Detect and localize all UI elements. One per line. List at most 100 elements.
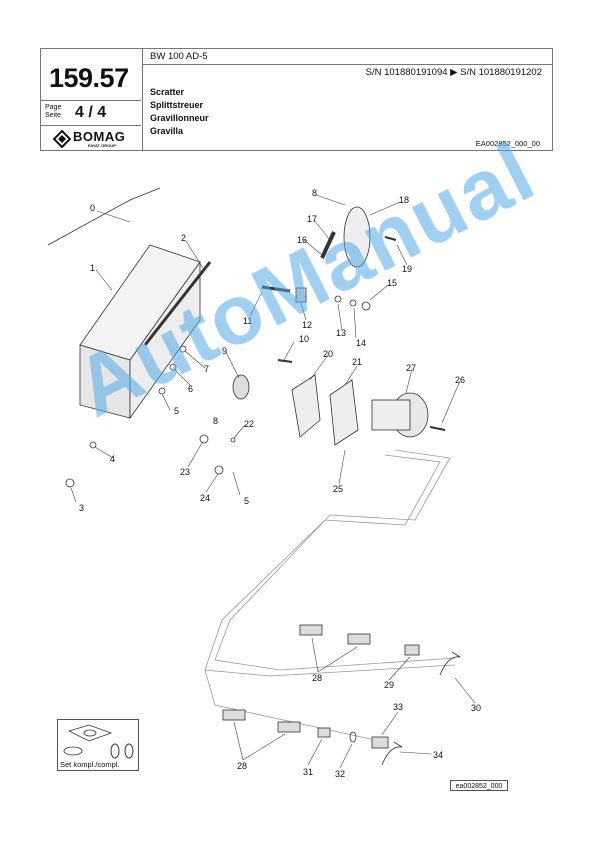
nut-5 [158, 387, 166, 395]
callout: 1 [90, 263, 95, 273]
callout: 10 [299, 334, 309, 344]
page-counter: Page Seite 4 / 4 [41, 100, 141, 126]
callout: 11 [243, 316, 252, 326]
plate-21 [329, 379, 359, 446]
callout: 34 [433, 750, 443, 760]
washer-22 [230, 437, 236, 443]
title-fr: Gravillonneur [150, 113, 209, 123]
callout: 9 [222, 346, 227, 356]
washer-13 [334, 295, 342, 303]
callout: 31 [303, 767, 313, 777]
nut-7 [179, 345, 187, 353]
callout: 20 [323, 349, 333, 359]
page-label-de: Seite [45, 112, 61, 119]
callout: 30 [471, 703, 481, 713]
fitting-28c [222, 709, 246, 721]
plate-20 [291, 374, 321, 438]
callout: 7 [204, 364, 209, 374]
callout: 19 [402, 264, 412, 274]
callout: 33 [393, 702, 403, 712]
seal-32 [349, 731, 357, 743]
seal-kit-box: Set kompl./compl. [57, 719, 139, 771]
callout: 6 [188, 384, 193, 394]
callout: 3 [79, 503, 84, 513]
page-number: 159.57 [49, 63, 129, 93]
coupling-29 [404, 644, 420, 656]
spring-16 [320, 231, 336, 259]
spinner-disc [343, 206, 371, 268]
callout: 5 [244, 496, 249, 506]
callout: 17 [307, 214, 317, 224]
title-en: Scratter [150, 87, 185, 97]
callout: 13 [336, 328, 346, 338]
washer-6 [169, 363, 177, 371]
hose-1 [214, 449, 456, 671]
brand-name: BOMAG [73, 129, 126, 144]
bomag-logo: BOMAG FAYAT GROUP [53, 129, 133, 149]
fitting-28d [277, 721, 301, 733]
serial-range: S/N 101880191094 ▶ S/N 101880191202 [365, 67, 542, 78]
bolt-26 [429, 426, 446, 431]
doc-reference: EA002852_000_00 [475, 139, 540, 148]
title-block: 159.57 Page Seite 4 / 4 BOMAG FAYAT GROU… [40, 48, 553, 151]
part-titles: Scratter Splittstreuer Gravillonneur Gra… [150, 86, 209, 138]
nut-24 [214, 465, 224, 475]
callout: 28 [237, 761, 247, 771]
nut-23 [199, 434, 209, 444]
callout: 2 [181, 233, 186, 243]
frame-line [47, 187, 161, 246]
fitting-28a [299, 624, 323, 636]
figure-reference: ea002852_000 [450, 780, 508, 791]
callout: 15 [387, 278, 397, 288]
pin [277, 359, 293, 363]
model-row: BW 100 AD-5 [142, 49, 552, 65]
callout: 27 [406, 363, 416, 373]
bolt-3 [65, 478, 75, 488]
set-label: Set kompl./compl. [60, 760, 120, 769]
rod [143, 261, 212, 346]
bearing [232, 374, 250, 400]
callout: 29 [384, 680, 394, 690]
callout: 26 [455, 375, 465, 385]
callout: 12 [302, 320, 312, 330]
bolt-11 [261, 285, 291, 293]
cap-30 [439, 651, 461, 676]
hopper-side [129, 260, 201, 420]
brand-sub: FAYAT GROUP [88, 143, 116, 148]
bushing [295, 287, 307, 303]
pin-19 [384, 236, 397, 241]
seal-kit-icon [63, 724, 134, 759]
callout: 22 [244, 419, 254, 429]
callout: 24 [200, 493, 210, 503]
coupling-33 [371, 736, 389, 749]
title-de: Splittstreuer [150, 100, 204, 110]
callout: 8 [312, 188, 317, 198]
nipple-31 [317, 727, 331, 738]
page-block: 159.57 Page Seite 4 / 4 BOMAG FAYAT GROU… [41, 49, 143, 150]
hose-2 [204, 454, 456, 677]
callout: 25 [333, 484, 343, 494]
cap-34 [381, 741, 403, 766]
callout: 5 [174, 406, 179, 416]
callout: 8 [213, 416, 218, 426]
callout: 32 [335, 769, 345, 779]
callout: 0 [90, 203, 95, 213]
motor-body [371, 399, 411, 431]
title-es: Gravilla [150, 126, 184, 136]
callout: 4 [110, 454, 115, 464]
bomag-diamond-icon [53, 130, 71, 148]
washer-4 [89, 441, 97, 449]
exploded-view-drawing: 0 1 2 3 4 5 5 6 7 8 8 9 10 11 12 13 14 1… [47, 187, 481, 779]
nut-14 [349, 299, 357, 307]
callout: 14 [356, 338, 366, 348]
fitting-28b [347, 633, 371, 645]
callout: 16 [297, 235, 307, 245]
page-label-en: Page [45, 104, 62, 111]
model-name: BW 100 AD-5 [150, 51, 208, 62]
callout: 28 [312, 673, 322, 683]
callout: 23 [180, 467, 190, 477]
callout: 21 [352, 357, 362, 367]
callout: 18 [399, 195, 409, 205]
nut-15 [361, 301, 371, 311]
page-of: 4 / 4 [75, 104, 107, 121]
